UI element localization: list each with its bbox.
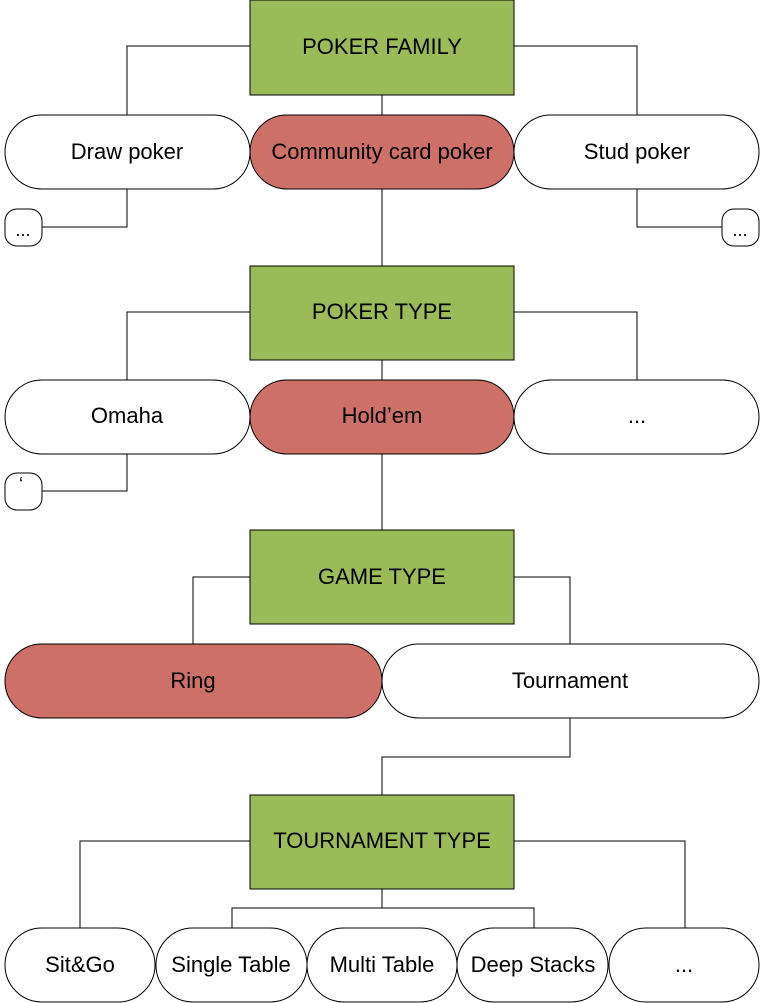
poker-family-header-label: POKER FAMILY	[302, 34, 462, 59]
connector-type-to-more	[514, 311, 638, 380]
option-draw-poker-label: Draw poker	[71, 139, 183, 164]
option-sit-and-go[interactable]	[4, 927, 156, 1003]
option-single-table-label: Single Table	[171, 952, 290, 977]
option-poker-type-more[interactable]	[513, 379, 760, 455]
level-tournament-type: TOURNAMENT TYPE Sit&Go Single Table Mult…	[4, 794, 760, 1003]
option-deep-stacks[interactable]	[456, 927, 609, 1003]
option-tournament-type-more-label: ...	[675, 952, 693, 977]
option-tournament-label: Tournament	[512, 668, 628, 693]
connector-family-to-draw	[126, 45, 250, 115]
option-holdem-label: Hold’em	[342, 403, 423, 428]
connector-family-to-stud	[514, 45, 638, 115]
poker-type-header-label: POKER TYPE	[312, 299, 452, 324]
level-game-type: GAME TYPE Ring Tournament	[4, 529, 760, 719]
stub-stud-poker-more-label: ...	[732, 220, 747, 240]
option-stud-poker-label: Stud poker	[584, 139, 690, 164]
connector-type-to-omaha	[126, 311, 250, 380]
connectors	[42, 45, 722, 928]
poker-type-header-box	[249, 265, 515, 361]
connector-ttype-to-sitgo	[79, 840, 250, 928]
connector-stud-to-stub	[636, 189, 722, 228]
stub-draw-poker-more[interactable]	[4, 208, 43, 247]
option-omaha-label: Omaha	[91, 403, 164, 428]
connector-ttype-branch	[231, 889, 535, 928]
connector-tournament-to-tournament-type	[381, 718, 571, 795]
option-community-card-poker-label: Community card poker	[271, 139, 492, 164]
game-type-header-label: GAME TYPE	[318, 564, 446, 589]
tournament-type-header-box	[249, 794, 515, 890]
connector-ttype-to-more	[514, 840, 686, 928]
option-multi-table-label: Multi Table	[330, 952, 435, 977]
option-stud-poker[interactable]	[513, 114, 760, 190]
connector-game-to-ring	[192, 576, 250, 644]
level-poker-type: POKER TYPE Omaha Hold’em ... ‘	[4, 265, 760, 511]
stub-omaha-more[interactable]	[4, 472, 43, 511]
option-poker-type-more-label: ...	[628, 403, 646, 428]
connector-game-to-tournament	[514, 576, 571, 644]
connector-draw-to-stub	[42, 189, 128, 228]
stub-stud-poker-more[interactable]	[721, 208, 760, 247]
level-poker-family: POKER FAMILY Draw poker Community card p…	[4, 0, 760, 247]
poker-family-header-box	[249, 0, 515, 96]
stub-omaha-more-label: ‘	[19, 474, 23, 494]
option-tournament-type-more[interactable]	[608, 927, 760, 1003]
tournament-type-header-label: TOURNAMENT TYPE	[273, 828, 491, 853]
option-sit-and-go-label: Sit&Go	[45, 952, 115, 977]
option-tournament[interactable]	[381, 643, 760, 719]
stub-draw-poker-more-label: ...	[15, 220, 30, 240]
connector-omaha-to-stub	[42, 454, 128, 492]
option-ring-label: Ring	[170, 668, 215, 693]
option-deep-stacks-label: Deep Stacks	[471, 952, 596, 977]
game-type-header-box	[249, 529, 515, 625]
